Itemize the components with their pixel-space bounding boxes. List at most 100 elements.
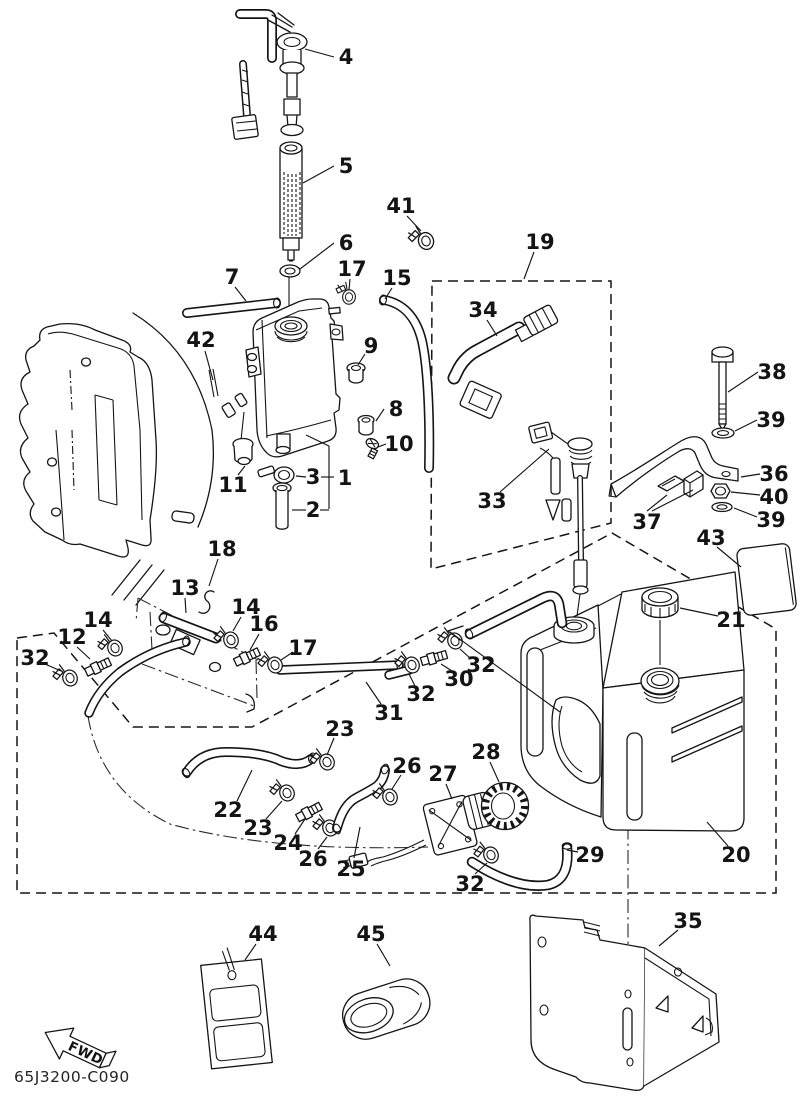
tank-nipple <box>328 306 341 315</box>
plate-43 <box>736 543 797 616</box>
leader-line-14 <box>102 629 113 642</box>
clamp-14-left <box>94 629 126 662</box>
callout-31: 31 <box>374 701 403 725</box>
callout-32: 32 <box>466 653 495 677</box>
leader-line-20 <box>706 821 729 847</box>
leader-line-32 <box>408 673 416 687</box>
oil-gauge-33 <box>528 421 593 617</box>
callout-23: 23 <box>243 816 272 840</box>
callout-19: 19 <box>525 230 554 254</box>
hose-15 <box>378 294 435 473</box>
callout-6: 6 <box>339 231 354 255</box>
callout-14: 14 <box>231 595 260 619</box>
bolt-38 <box>711 346 734 431</box>
tank-rib-strip <box>671 696 743 734</box>
clamp-32-left <box>49 659 81 692</box>
callout-32: 32 <box>406 682 435 706</box>
leader-line-37 <box>651 489 694 512</box>
hose-stub-left <box>84 635 191 718</box>
leader-line-44 <box>244 943 257 961</box>
locator-line <box>449 631 561 713</box>
diagram-code: 65J3200-C090 <box>14 1068 130 1086</box>
locator-arrowhead <box>447 625 464 642</box>
knob-28 <box>480 781 530 831</box>
bolt-10 <box>365 437 380 460</box>
callout-43: 43 <box>696 526 725 550</box>
oil-reservoir-tank <box>245 298 344 458</box>
leader-line-11 <box>237 465 246 476</box>
leader-line-33 <box>499 448 550 493</box>
leader-line-6 <box>299 242 335 270</box>
callout-12: 12 <box>57 625 86 649</box>
callout-17: 17 <box>288 636 317 660</box>
leader-line-28 <box>489 761 500 783</box>
leader-line-25 <box>353 826 361 859</box>
callout-34: 34 <box>468 298 497 322</box>
leader-line-10 <box>377 443 387 448</box>
hose-elbow-to-tank <box>464 590 568 640</box>
leader-line-4 <box>304 48 335 58</box>
clamp-3 <box>257 465 295 484</box>
tank-groove <box>626 732 643 821</box>
callout-41: 41 <box>386 194 415 218</box>
callout-7: 7 <box>225 265 240 289</box>
washer-39-lower <box>711 501 733 513</box>
callout-9: 9 <box>364 334 379 358</box>
leader-line-24 <box>294 818 306 835</box>
hose-22 <box>181 747 316 779</box>
hose-29 <box>466 842 573 891</box>
callout-bracket-line <box>305 434 330 447</box>
damper-pads-37 <box>657 470 704 498</box>
callout-11: 11 <box>218 473 247 497</box>
callout-10: 10 <box>384 432 413 456</box>
callout-17: 17 <box>337 257 366 281</box>
callout-25: 25 <box>336 857 365 881</box>
leader-line-17 <box>348 278 351 291</box>
clamp-17-top <box>334 281 357 306</box>
joint-8 <box>357 414 375 436</box>
leader-line-39 <box>733 507 758 518</box>
callout-2: 2 <box>306 498 321 522</box>
leader-line-32 <box>474 862 488 875</box>
oil-strainer-5 <box>279 141 303 262</box>
leader-line-41 <box>406 215 422 232</box>
callout-23: 23 <box>325 717 354 741</box>
callout-44: 44 <box>248 922 277 946</box>
leader-line-31 <box>365 681 382 705</box>
leader-line-7 <box>234 286 247 302</box>
leader-line-35 <box>658 929 679 947</box>
grommet-9 <box>346 362 366 384</box>
washer-39-upper <box>711 427 735 439</box>
leader-line-37 <box>646 494 668 512</box>
hose-stub-30 <box>384 665 414 680</box>
engine-cover <box>18 312 214 558</box>
dashed-box-kit-19 <box>430 280 612 570</box>
leader-line-27 <box>445 783 453 800</box>
leader-line-9 <box>357 353 366 366</box>
leader-line-32 <box>459 648 472 660</box>
gasket-6 <box>279 264 301 278</box>
leader-line-14 <box>232 616 242 632</box>
callout-22: 22 <box>213 798 242 822</box>
leader-line-26 <box>391 774 402 790</box>
callout-20: 20 <box>721 843 750 867</box>
callout-27: 27 <box>428 762 457 786</box>
leader-line-19 <box>523 251 535 280</box>
leader-line-42 <box>204 350 214 381</box>
leader-line-23 <box>326 737 335 756</box>
callout-3: 3 <box>306 465 321 489</box>
leader-line-34 <box>486 319 498 337</box>
callout-4: 4 <box>339 45 354 69</box>
callout-45: 45 <box>356 922 385 946</box>
callout-38: 38 <box>757 360 786 384</box>
callout-40: 40 <box>759 485 788 509</box>
fitting-30 <box>419 648 449 668</box>
leader-line-36 <box>740 473 761 478</box>
leader-line-30 <box>440 663 453 672</box>
tank-cap-21 <box>641 587 679 619</box>
leader-line-5 <box>302 165 335 184</box>
clamp-23-a <box>306 743 338 776</box>
callout-28: 28 <box>471 740 500 764</box>
leader-line-13 <box>184 597 187 614</box>
